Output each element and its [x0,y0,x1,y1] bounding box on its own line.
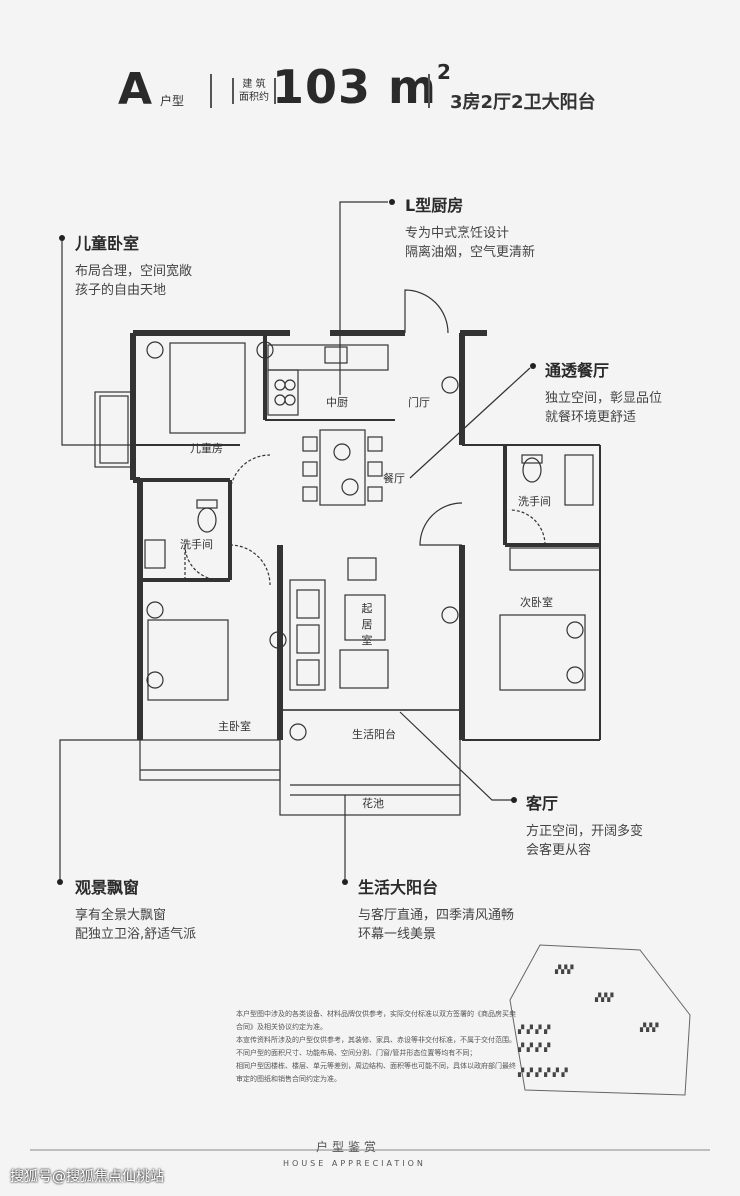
callout-line: 独立空间，彰显品位 [545,391,663,406]
room-living: 起居室 [361,602,373,647]
svg-text:▞ ▞ ▞ ▞ ▞ ▞: ▞ ▞ ▞ ▞ ▞ ▞ [517,1067,568,1077]
sofa [289,579,326,691]
area-label: 建 筑 面积约 [232,78,276,104]
leader-dining [409,367,531,479]
area-number: 103 [272,60,372,114]
callout-line: 配独立卫浴,舒适气派 [75,927,197,942]
callout-line: 与客厅直通，四季清风通畅 [358,908,515,923]
header-divider [210,74,212,108]
room-dining: 餐厅 [383,472,405,485]
leader-kids [61,238,180,446]
callout-dining: 通透餐厅 独立空间，彰显品位 就餐环境更舒适 [545,357,662,427]
room-kitchen: 中厨 [326,396,348,409]
callout-kids-bedroom: 儿童卧室 布局合理，空间宽敞 孩子的自由天地 [75,230,192,300]
dining-table [319,429,366,506]
room-master: 主卧室 [218,720,251,733]
callout-line: 就餐环境更舒适 [545,410,637,425]
callout-line: 孩子的自由天地 [75,283,167,298]
entry-door [404,289,449,334]
coffee-table [344,594,386,641]
area-unit-sup: 2 [436,60,452,84]
footer-subtitle: HOUSE APPRECIATION [283,1159,426,1168]
callout-line: 专为中式烹饪设计 [405,226,510,241]
callout-balcony: 生活大阳台 与客厅直通，四季清风通畅 环幕一线美景 [358,874,514,944]
unit-type-label: 户型 [160,94,185,108]
leader-bay [59,739,140,880]
header-divider-2 [428,74,430,108]
svg-text:▞ ▞ ▞ ▞: ▞ ▞ ▞ ▞ [517,1042,551,1052]
balcony-outline [279,709,461,816]
kids-bay-window [94,391,134,468]
svg-text:▞ ▞ ▞ ▞: ▞ ▞ ▞ ▞ [517,1024,551,1034]
second-bed [499,614,586,691]
room-kids: 儿童房 [190,442,223,455]
disclaimer-line: 本宣传资料所涉及的户型仅供参考，其装修、家具、赤设等非交付标准，不属于交付范围。 [236,1036,516,1044]
unit-letter: A [118,64,153,115]
footer-title: 户型鉴赏 [316,1140,381,1154]
disclaimer: 本户型图中涉及的各类设备、材料品牌仅供参考，实际交付标准以双方签署的《商品房买卖… [236,1008,516,1086]
kids-bed [169,342,246,434]
callout-living: 客厅 方正空间，开阔多变 会客更从容 [526,790,643,860]
room-foyer: 门厅 [408,396,430,409]
area-unit: m [388,60,437,114]
callout-bay-window: 观景飘窗 享有全景大飘窗 配独立卫浴,舒适气派 [75,874,196,944]
watermark: 搜狐号@搜狐焦点仙桃站 [10,1169,164,1185]
disclaimer-line: 相同户型因楼栋、楼层、单元等差别，周边结构、面积等也可能不同，具体以政府部门最终… [236,1062,516,1083]
callout-line: 布局合理，空间宽敞 [75,264,193,279]
callout-title: 客厅 [526,794,559,813]
leader-living [399,711,512,801]
callout-line: 享有全景大飘窗 [75,908,167,923]
disclaimer-line: 不同户型的面积尺寸、功能布局、空间分割、门窗/管井形态位置等均有不同； [236,1049,477,1057]
callout-title: 儿童卧室 [75,234,140,253]
callout-title: 生活大阳台 [358,878,439,897]
site-map: ▞▞▞ ▞▞▞ ▞▞▞ ▞ ▞ ▞ ▞ ▞ ▞ ▞ ▞ ▞ ▞ ▞ ▞ ▞ ▞ [509,944,691,1096]
master-bed [147,619,229,701]
area-value: 103 m2 [272,60,452,114]
svg-text:▞▞▞: ▞▞▞ [594,992,614,1002]
room-balcony: 生活阳台 [352,728,396,741]
callout-title: 通透餐厅 [545,361,610,380]
callout-line: 方正空间，开阔多变 [526,824,644,839]
leader-kitchen [339,201,388,395]
callout-kitchen: L型厨房 专为中式烹饪设计 隔离油烟，空气更清新 [405,192,535,262]
rooms-summary: 3房2厅2卫大阳台 [450,92,596,113]
disclaimer-line: 本户型图中涉及的各类设备、材料品牌仅供参考，实际交付标准以双方签署的《商品房买卖… [236,1010,516,1031]
room-second-bedroom: 次卧室 [520,596,553,609]
callout-title: L型厨房 [405,196,464,215]
master-bay-window [139,739,281,781]
callout-line: 隔离油烟，空气更清新 [405,245,536,260]
room-bath-right: 洗手间 [518,495,551,508]
callout-line: 会客更从容 [526,843,592,858]
room-bath-left: 洗手间 [180,538,213,551]
callout-title: 观景飘窗 [75,878,140,897]
area-label-line2: 面积约 [239,92,269,103]
room-planter: 花池 [362,797,384,810]
svg-text:▞▞▞: ▞▞▞ [554,964,574,974]
callout-line: 环幕一线美景 [358,927,437,942]
area-label-line1: 建 筑 [242,79,266,90]
svg-text:▞▞▞: ▞▞▞ [639,1022,659,1032]
